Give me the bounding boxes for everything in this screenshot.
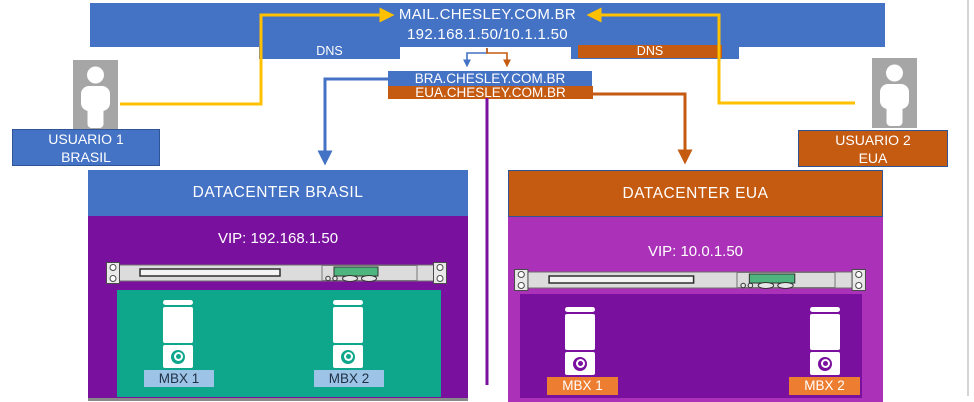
mail-server-title: MAIL.CHESLEY.COM.BR	[398, 6, 577, 23]
arrow-eua-to-datacenter-eua	[592, 92, 693, 165]
tower-cap	[565, 307, 595, 312]
user2-location: EUA	[858, 150, 888, 166]
datacenter-eua-header: DATACENTER EUA	[508, 170, 883, 217]
tower-base	[333, 345, 363, 368]
tower-server-icon-eua-2	[810, 307, 840, 375]
power-button-icon	[573, 356, 587, 371]
tower-server-icon-brasil-1	[163, 300, 193, 368]
datacenter-brasil-header: DATACENTER BRASIL	[88, 170, 468, 216]
mbx-label-eua-1: MBX 1	[547, 377, 618, 395]
datacenter-brasil-bottom-edge	[88, 398, 468, 401]
tower-base	[565, 352, 595, 375]
vip-eua: VIP: 10.0.1.50	[647, 243, 744, 260]
power-button-icon	[341, 349, 355, 364]
user1-location: BRASIL	[61, 149, 111, 165]
mail-server-text: MAIL.CHESLEY.COM.BR 192.168.1.50/10.1.1.…	[90, 5, 885, 45]
tower-body	[810, 314, 840, 350]
tower-body	[163, 307, 193, 343]
user2-person-icon	[872, 58, 917, 128]
arrow-bra-to-datacenter-brasil	[317, 77, 388, 166]
tower-server-icon-brasil-2	[333, 300, 363, 368]
mbx-label-brasil-2: MBX 2	[314, 370, 384, 387]
dns-record-eua: EUA.CHESLEY.COM.BR	[388, 86, 593, 99]
arrow-mail-to-eua-record	[486, 48, 511, 68]
rack-server-icon-eua	[514, 269, 866, 291]
arrow-mail-to-bra-record	[463, 48, 488, 68]
dns-label-left: DNS	[259, 44, 400, 59]
tower-base	[810, 352, 840, 375]
tower-cap	[810, 307, 840, 312]
power-button-icon	[818, 356, 832, 371]
vip-brasil: VIP: 192.168.1.50	[217, 230, 339, 247]
tower-server-icon-eua-1	[565, 307, 595, 375]
slide-edge-line	[967, 0, 969, 396]
dns-label-right: DNS	[578, 45, 722, 58]
tower-base	[163, 345, 193, 368]
user1-name: USUARIO 1	[48, 131, 124, 147]
rack-server-icon-brasil	[106, 262, 447, 284]
user2-name: USUARIO 2	[835, 132, 911, 148]
user2-box: USUARIO 2 EUA	[798, 130, 948, 167]
user1-box: USUARIO 1 BRASIL	[12, 129, 160, 166]
tower-cap	[333, 300, 363, 305]
tower-cap	[163, 300, 193, 305]
user1-person-icon	[73, 60, 118, 130]
tower-body	[565, 314, 595, 350]
mbx-label-brasil-1: MBX 1	[144, 370, 214, 387]
dns-record-bra: BRA.CHESLEY.COM.BR	[388, 71, 592, 86]
mail-server-ip: 192.168.1.50/10.1.1.50	[407, 26, 568, 43]
tower-body	[333, 307, 363, 343]
power-button-icon	[171, 349, 185, 364]
mbx-label-eua-2: MBX 2	[789, 377, 860, 395]
